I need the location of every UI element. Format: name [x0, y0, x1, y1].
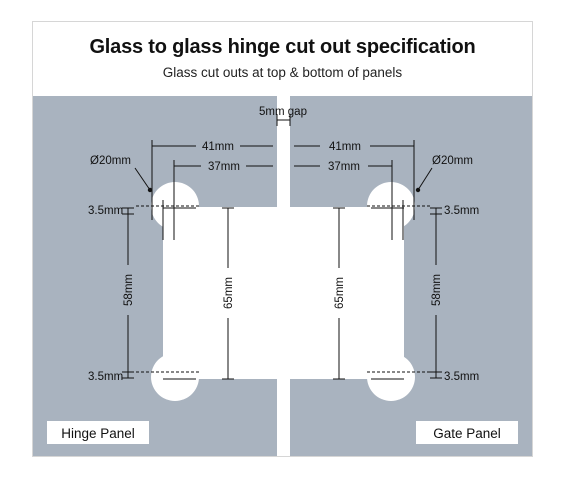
page-title: Glass to glass hinge cut out specificati… — [89, 36, 476, 58]
left-diameter-label: Ø20mm — [90, 155, 131, 167]
gate-panel-cutout — [290, 182, 415, 401]
hinge-panel-cutout — [151, 182, 277, 401]
gate-panel-label: Gate Panel — [433, 426, 501, 441]
hinge-panel-label-box — [47, 421, 149, 444]
hinge-panel-label: Hinge Panel — [61, 426, 135, 441]
right-top-offset-label: 3.5mm — [444, 205, 479, 217]
left-diameter-marker — [147, 187, 153, 193]
right-bottom-offset-label: 3.5mm — [444, 371, 479, 383]
gap-label: 5mm gap — [259, 106, 307, 118]
right-41-label: 41mm — [329, 141, 361, 153]
right-diameter-leader — [417, 167, 433, 191]
page-subtitle: Glass cut outs at top & bottom of panels — [162, 65, 403, 80]
left-37-label: 37mm — [208, 161, 240, 173]
left-58-label: 58mm — [123, 274, 135, 306]
left-65-label: 65mm — [223, 277, 235, 309]
left-top-offset-label: 3.5mm — [88, 205, 123, 217]
right-diameter-label: Ø20mm — [432, 155, 473, 167]
gate-panel-label-box — [416, 421, 518, 444]
right-65-label: 65mm — [334, 277, 346, 309]
left-bottom-offset-label: 3.5mm — [88, 371, 123, 383]
left-41-label: 41mm — [202, 141, 234, 153]
right-58-label: 58mm — [431, 274, 443, 306]
right-37-label: 37mm — [328, 161, 360, 173]
right-diameter-marker — [415, 187, 421, 193]
left-diameter-leader — [134, 167, 151, 191]
